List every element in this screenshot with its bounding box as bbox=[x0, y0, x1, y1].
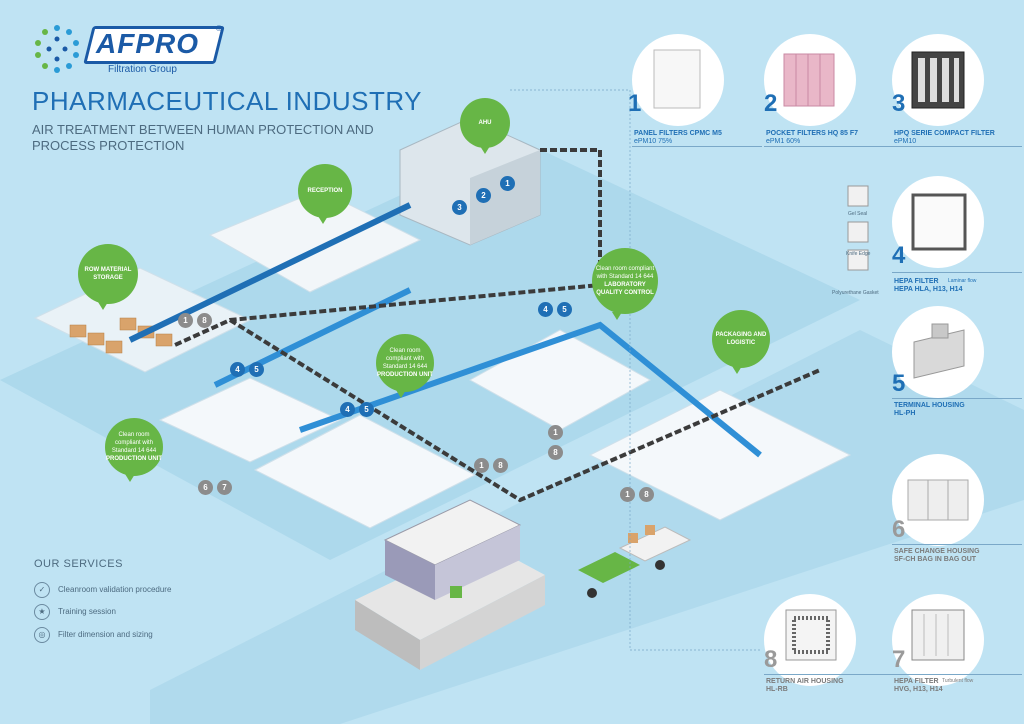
packaging-room bbox=[588, 389, 852, 521]
zone-pin-storage: ROW MATERIAL STORAGE bbox=[78, 244, 138, 310]
return-badge-8d: 8 bbox=[639, 487, 654, 502]
gasket-icons bbox=[847, 185, 869, 271]
product-spec: ePM1 60% bbox=[766, 138, 801, 145]
terminal-badge-4: 4 bbox=[230, 362, 245, 377]
return-badge-1: 1 bbox=[178, 313, 193, 328]
service-item: ✓Cleanroom validation procedure bbox=[34, 582, 171, 598]
afpro-logo-icon bbox=[35, 25, 79, 73]
product-spec: Laminar flow bbox=[948, 278, 977, 284]
terminal-badge-5b: 5 bbox=[359, 402, 374, 417]
brand-name: AFPRO bbox=[96, 28, 199, 59]
pocket-filter-icon bbox=[783, 53, 835, 107]
delivery-truck bbox=[578, 525, 692, 598]
production-room-2 bbox=[253, 414, 477, 529]
return-air-grille-icon bbox=[785, 609, 837, 661]
product-spec: ePM10 75% bbox=[634, 138, 673, 145]
terminal-badge-4b: 4 bbox=[340, 402, 355, 417]
product-number: 4 bbox=[892, 242, 906, 269]
return-badge-8: 8 bbox=[197, 313, 212, 328]
supply-air-duct bbox=[128, 202, 412, 343]
zone-pin-reception: RECEPTION bbox=[298, 164, 352, 224]
checklist-icon: ✓ bbox=[34, 582, 50, 598]
return-badge-1c: 1 bbox=[548, 425, 563, 440]
page-subtitle: AIR TREATMENT BETWEEN HUMAN PROTECTION A… bbox=[32, 122, 374, 153]
product-spec-detail: HVG, H13, H14 bbox=[894, 686, 943, 693]
page-title: PHARMACEUTICAL INDUSTRY bbox=[32, 86, 422, 116]
product-number: 7 bbox=[892, 646, 906, 673]
ahu-badge-3: 3 bbox=[452, 200, 467, 215]
terminal-badge-5c: 5 bbox=[557, 302, 572, 317]
product-name: HPQ SERIE COMPACT FILTER bbox=[894, 130, 995, 137]
product-name: PANEL FILTERS CPMC M5 bbox=[634, 130, 722, 137]
zone-pin-packaging: PACKAGING AND LOGISTIC bbox=[712, 310, 770, 374]
product-divider bbox=[764, 146, 894, 147]
gasket-polyurethane: Polyurethane Gasket bbox=[832, 290, 879, 296]
product-number: 5 bbox=[892, 370, 906, 397]
zone-pin-laboratory: Clean room compliant with Standard 14 64… bbox=[592, 248, 658, 320]
brand-tagline: Filtration Group bbox=[108, 64, 177, 75]
ahu-badge-2: 2 bbox=[476, 188, 491, 203]
factory-building bbox=[355, 499, 545, 670]
terminal-housing-icon bbox=[913, 323, 965, 379]
ahu-badge-1: 1 bbox=[500, 176, 515, 191]
product-number: 8 bbox=[764, 646, 778, 673]
brand-mark: ® bbox=[216, 24, 222, 33]
terminal-badge-4c: 4 bbox=[538, 302, 553, 317]
product-number: 1 bbox=[628, 90, 642, 117]
product-name: TERMINAL HOUSING bbox=[894, 402, 965, 409]
return-badge-8c: 8 bbox=[548, 445, 563, 460]
gasket-knife-edge: Knife Edge bbox=[846, 251, 871, 257]
return-badge-1d: 1 bbox=[620, 487, 635, 502]
product-name: SAFE CHANGE HOUSING bbox=[894, 548, 980, 555]
production-room-1 bbox=[158, 377, 342, 463]
compact-filter-icon bbox=[911, 51, 965, 109]
panel-filter-icon bbox=[653, 49, 701, 109]
return-badge-6: 6 bbox=[198, 480, 213, 495]
product-divider bbox=[892, 146, 1022, 147]
product-divider bbox=[764, 674, 894, 675]
product-spec: ePM10 bbox=[894, 138, 917, 145]
services-heading: OUR SERVICES bbox=[34, 558, 123, 570]
product-name: HEPA FILTER bbox=[894, 278, 939, 285]
product-spec-detail: HEPA HLA, H13, H14 bbox=[894, 286, 963, 293]
product-number: 2 bbox=[764, 90, 778, 117]
product-name: HEPA FILTER bbox=[894, 678, 939, 685]
service-item: ◎Filter dimension and sizing bbox=[34, 627, 153, 643]
product-spec: Turbulent flow bbox=[942, 678, 974, 684]
product-number: 3 bbox=[892, 90, 906, 117]
certificate-icon: ★ bbox=[34, 604, 50, 620]
product-divider bbox=[892, 398, 1022, 399]
product-divider bbox=[632, 146, 762, 147]
target-icon: ◎ bbox=[34, 627, 50, 643]
product-name: POCKET FILTERS HQ 85 F7 bbox=[766, 130, 859, 137]
product-divider bbox=[892, 272, 1022, 273]
reception-room bbox=[208, 189, 422, 293]
product-spec: SF-CH BAG IN BAG OUT bbox=[894, 556, 977, 563]
zone-pin-production-1: Clean room compliant with Standard 14 64… bbox=[105, 418, 163, 482]
return-badge-7: 7 bbox=[217, 480, 232, 495]
product-name: RETURN AIR HOUSING bbox=[766, 678, 844, 685]
service-item: ★Training session bbox=[34, 604, 116, 620]
product-spec: HL-PH bbox=[894, 410, 916, 417]
zone-pin-production-2: Clean room compliant with Standard 14 64… bbox=[376, 334, 434, 398]
product-divider bbox=[892, 544, 1022, 545]
zone-pin-ahu: AHU bbox=[460, 98, 510, 154]
product-divider bbox=[892, 674, 1022, 675]
product-spec: HL-RB bbox=[766, 686, 788, 693]
return-badge-1b: 1 bbox=[474, 458, 489, 473]
safe-change-housing-icon bbox=[907, 479, 969, 521]
product-number: 6 bbox=[892, 516, 906, 543]
return-badge-8b: 8 bbox=[493, 458, 508, 473]
gasket-gel-seal: Gel Seal bbox=[848, 211, 868, 217]
box-hepa-filter-icon bbox=[911, 609, 965, 661]
hepa-filter-icon bbox=[911, 193, 967, 251]
terminal-badge-5: 5 bbox=[249, 362, 264, 377]
